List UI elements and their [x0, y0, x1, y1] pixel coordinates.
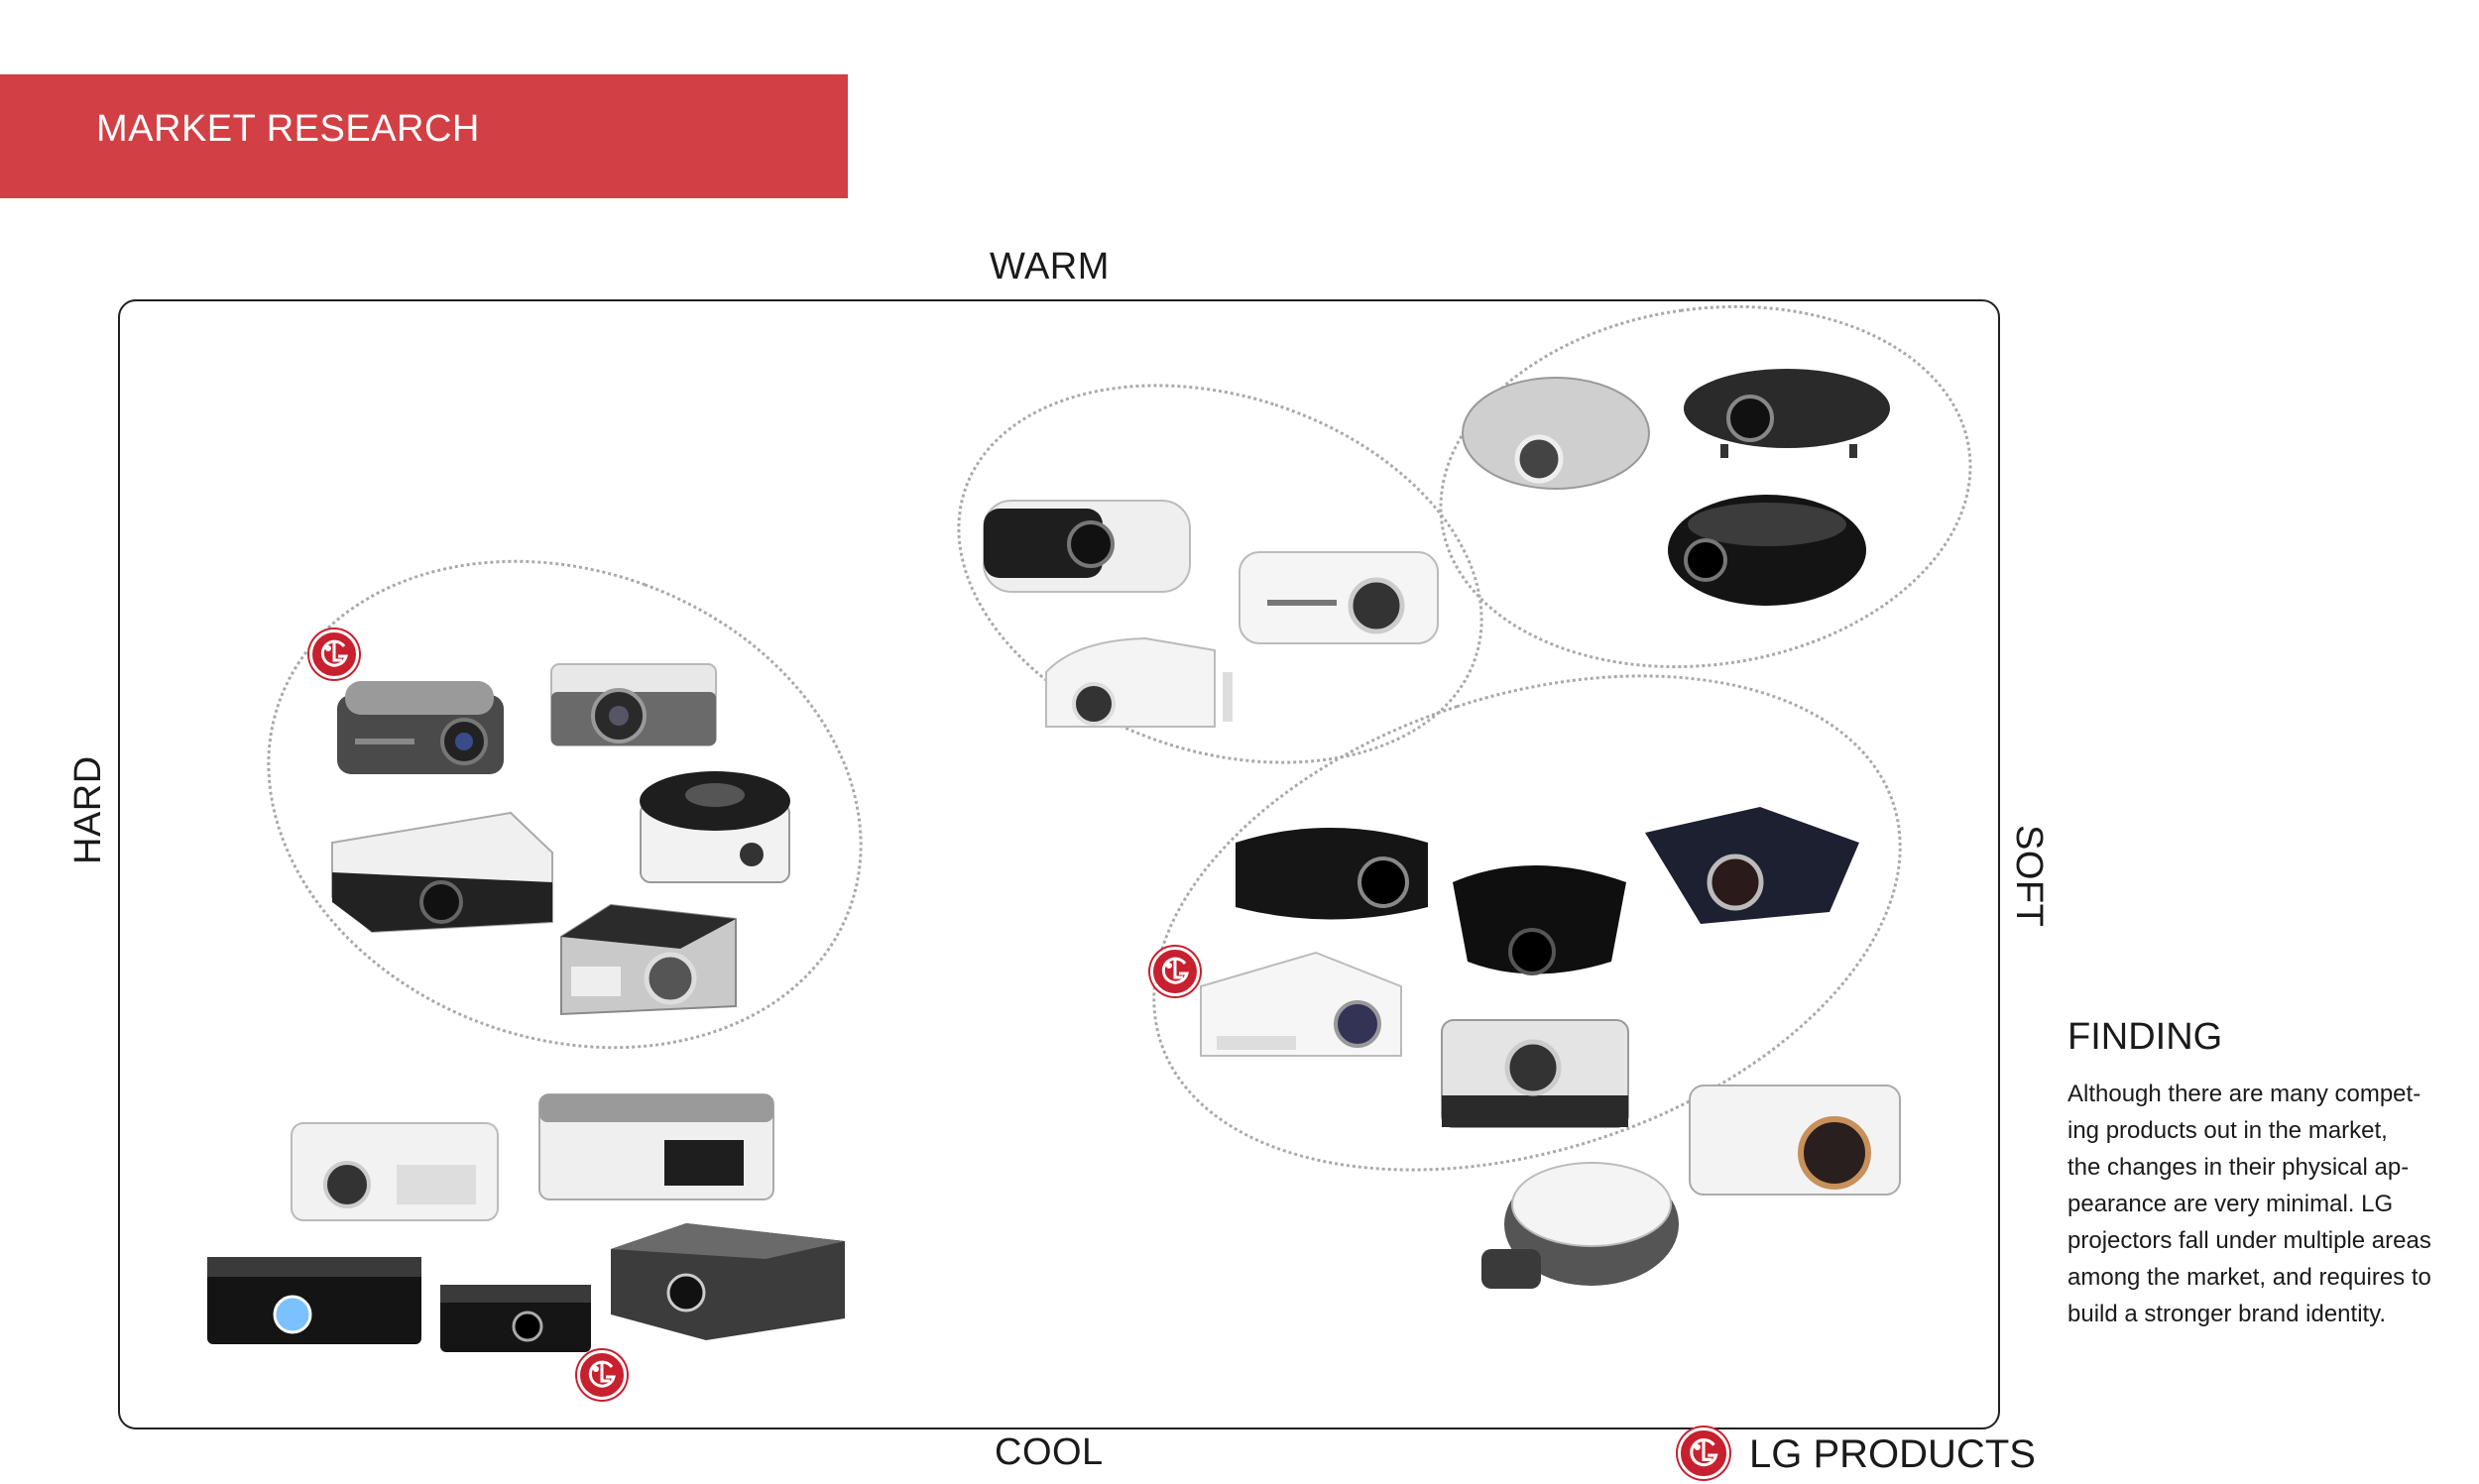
- projector-image-3: [640, 771, 790, 883]
- axis-label-hard: HARD: [67, 755, 109, 864]
- projector-image-4: [331, 811, 553, 934]
- projector-image-epson-2: [1689, 1084, 1901, 1196]
- projector-image-8: [1462, 377, 1650, 490]
- lg-logo-icon: [1150, 947, 1200, 996]
- projector-image-17: [440, 1285, 591, 1352]
- projector-image-6: [983, 500, 1191, 593]
- projector-image-12: [1453, 865, 1626, 975]
- projector-image-11: [1236, 828, 1428, 920]
- finding-title: FINDING: [2067, 1016, 2223, 1058]
- projector-image-samsung: [1239, 551, 1439, 644]
- projector-image-13: [1645, 807, 1859, 924]
- axis-label-cool: COOL: [995, 1431, 1104, 1473]
- projector-image-lg-2: [1200, 951, 1402, 1057]
- finding-line: ing products out in the market,: [2067, 1117, 2388, 1144]
- finding-line: projectors fall under multiple areas: [2067, 1227, 2431, 1254]
- lg-logo-icon: [1678, 1427, 1729, 1479]
- projector-image-9: [1684, 369, 1890, 458]
- finding-line: the changes in their physical ap-: [2067, 1154, 2410, 1181]
- finding-body: Although there are many compet- ing prod…: [2067, 1076, 2464, 1332]
- projector-image-10: [1668, 495, 1866, 606]
- projector-image-2: [550, 663, 717, 746]
- projector-image-15: [291, 1122, 499, 1221]
- finding-line: among the market, and requires to: [2067, 1264, 2431, 1291]
- projector-image-16: [207, 1257, 421, 1344]
- projector-image-epson-1: [538, 1093, 774, 1200]
- projector-image-5: [560, 903, 737, 1016]
- projector-image-14: [1441, 1019, 1629, 1128]
- finding-line: Although there are many compet-: [2067, 1081, 2421, 1107]
- lg-logo-icon: [309, 629, 359, 679]
- header-bar: MARKET RESEARCH: [0, 74, 848, 198]
- positioning-map-frame: [118, 299, 2000, 1429]
- axis-label-warm: WARM: [990, 246, 1110, 287]
- projector-image-18: [611, 1223, 845, 1340]
- projector-image-lg-1: [337, 681, 504, 774]
- finding-line: build a stronger brand identity.: [2067, 1301, 2387, 1327]
- legend-label: LG PRODUCTS: [1749, 1432, 2036, 1476]
- projector-image-19: [1481, 1162, 1679, 1289]
- page-title: MARKET RESEARCH: [96, 108, 480, 150]
- axis-label-soft: SOFT: [2008, 825, 2050, 928]
- lg-logo-icon: [577, 1350, 627, 1400]
- finding-line: pearance are very minimal. LG: [2067, 1191, 2394, 1217]
- projector-image-7: [1045, 636, 1233, 728]
